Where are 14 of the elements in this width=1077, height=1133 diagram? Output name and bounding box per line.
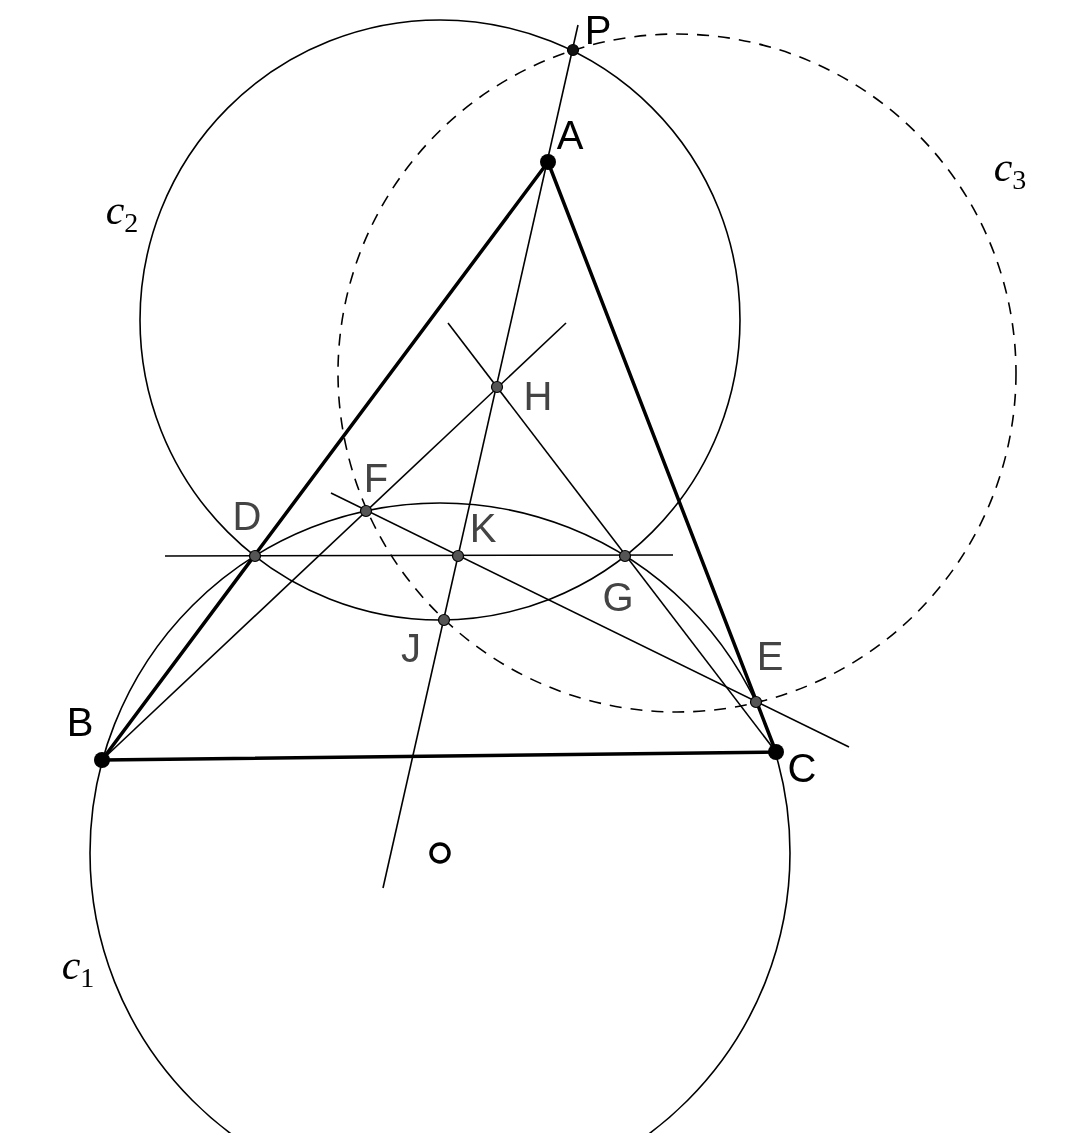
point-label: K — [469, 508, 497, 548]
point-label: A — [556, 115, 584, 155]
point-label: G — [602, 577, 634, 617]
point-label: P — [584, 10, 612, 50]
point-label: H — [523, 376, 553, 416]
point-label: C — [787, 748, 817, 788]
point-label: F — [363, 458, 389, 498]
point-label: J — [401, 628, 421, 668]
point-label: D — [232, 496, 262, 536]
curve-label: c$_{1}$ — [61, 944, 95, 992]
point-label: B — [66, 702, 94, 742]
curve-label: c$_{3}$ — [993, 146, 1027, 194]
curve-label: c$_{2}$ — [105, 189, 139, 237]
point-label: E — [756, 636, 784, 676]
